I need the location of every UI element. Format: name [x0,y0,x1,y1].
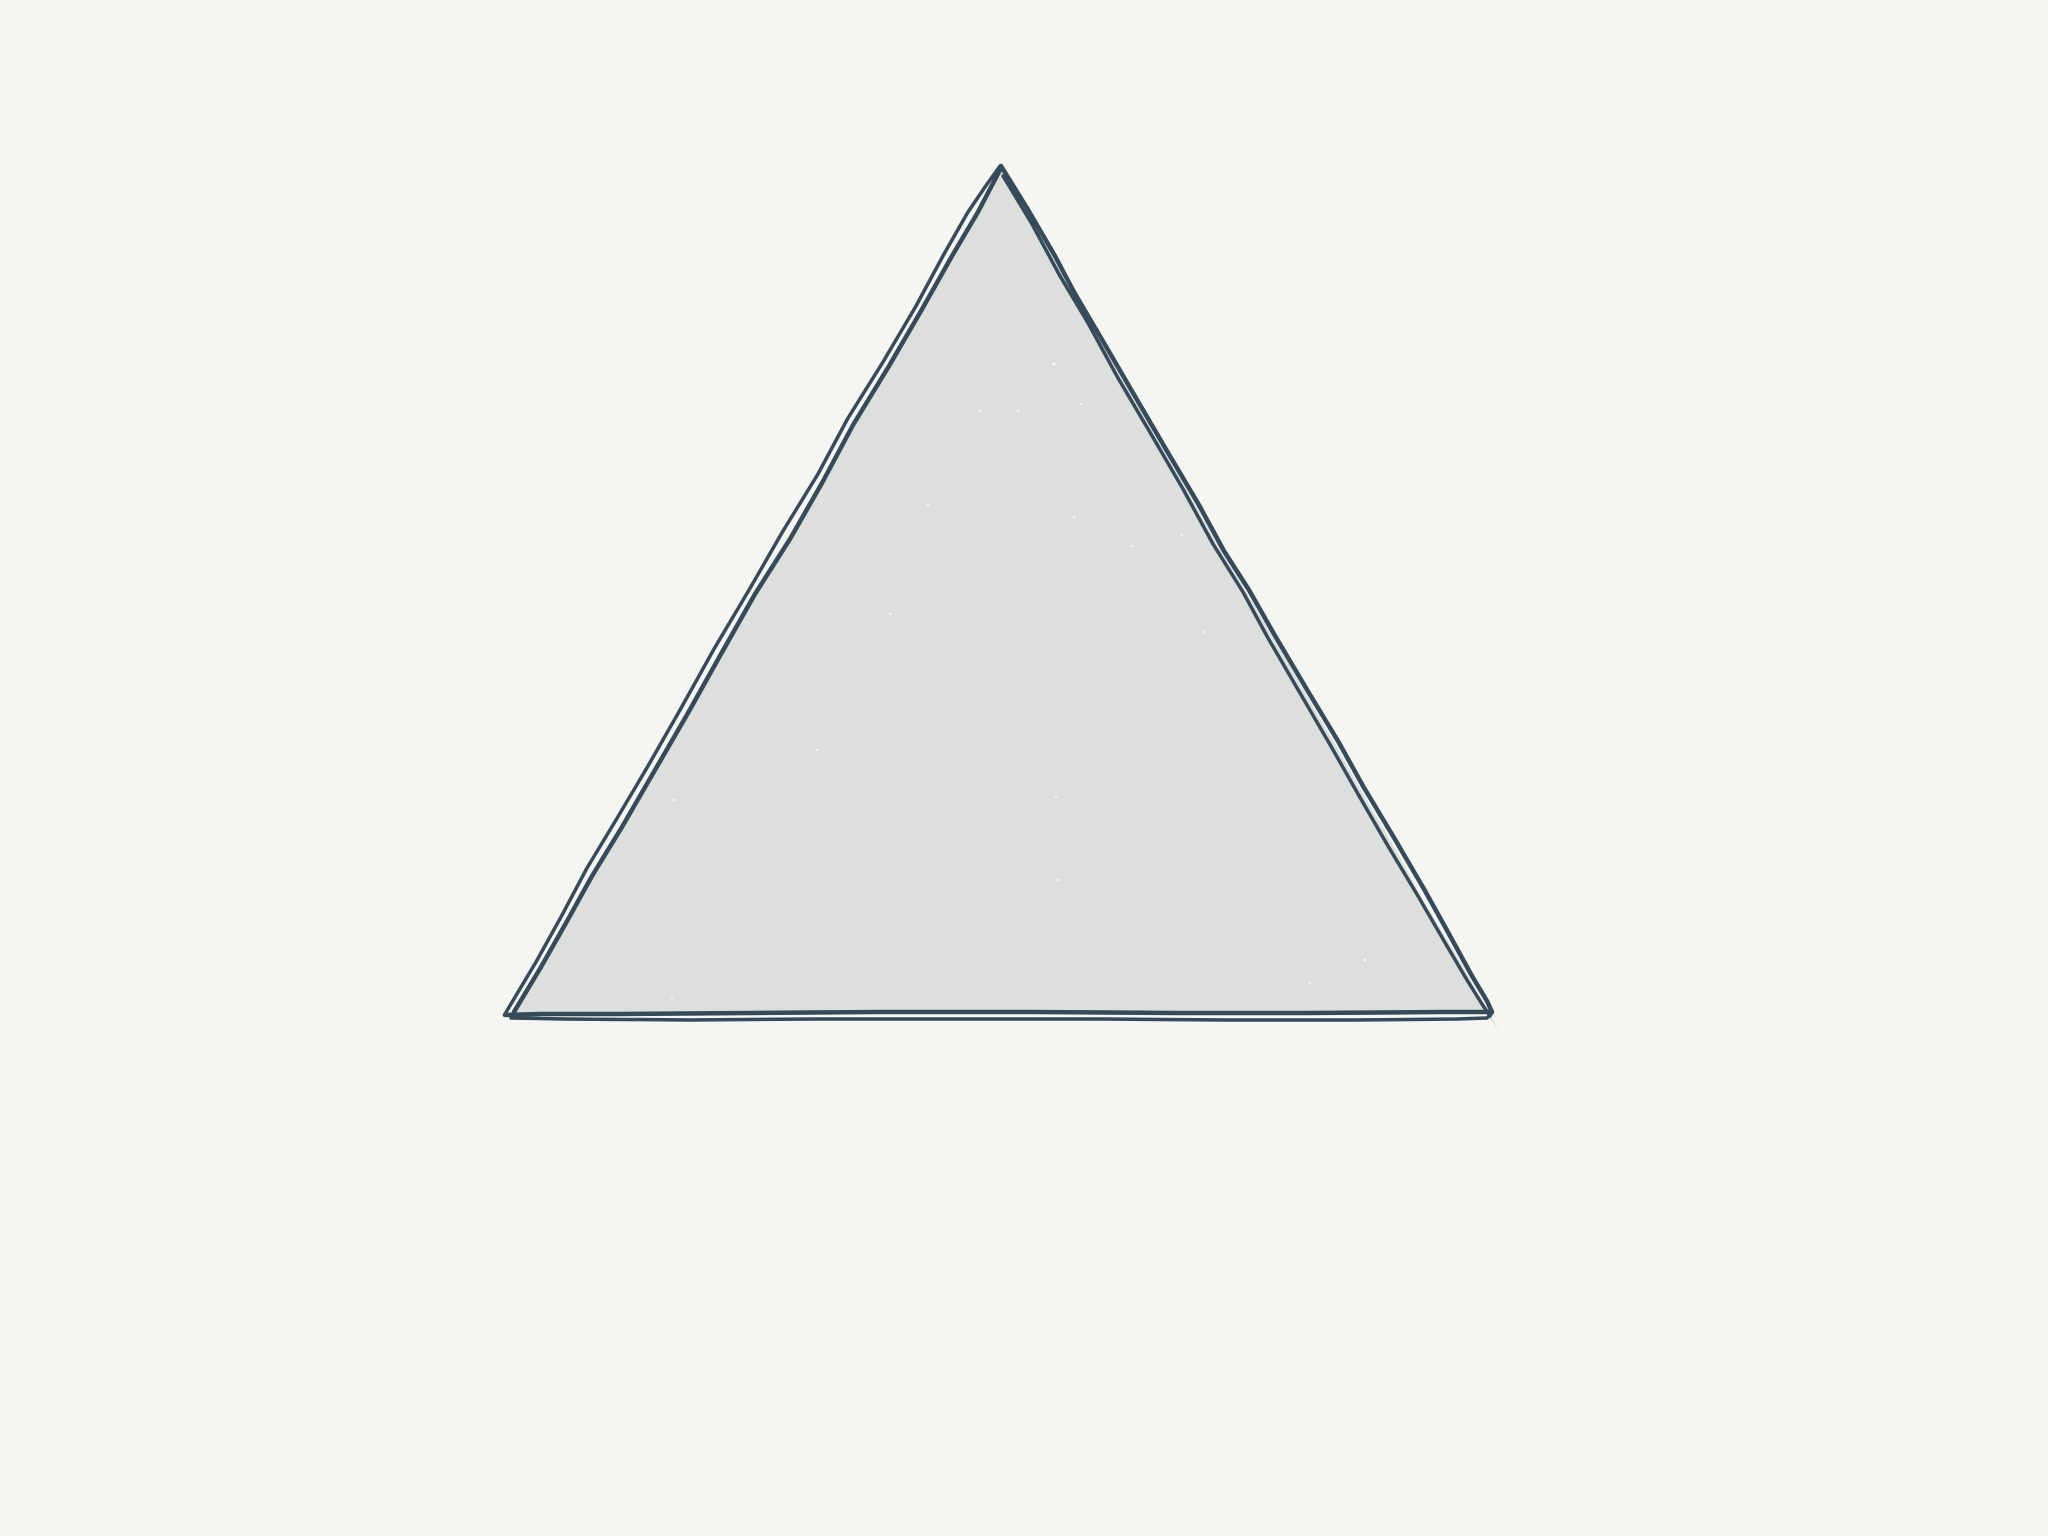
right-edge-stroke-b [1001,174,1492,1018]
triangle-shape[interactable] [502,163,1500,1032]
right-edge-stroke-a [998,163,1495,1015]
base-stroke-b [509,1011,1494,1022]
left-edge-stroke-a [511,167,1003,1015]
triangle-outline [502,163,1495,1022]
triangle-fill [512,170,1500,1032]
fill-speckles [670,362,1367,1000]
base-stroke-a [502,1009,1491,1018]
left-edge-stroke-b [503,164,1002,1016]
